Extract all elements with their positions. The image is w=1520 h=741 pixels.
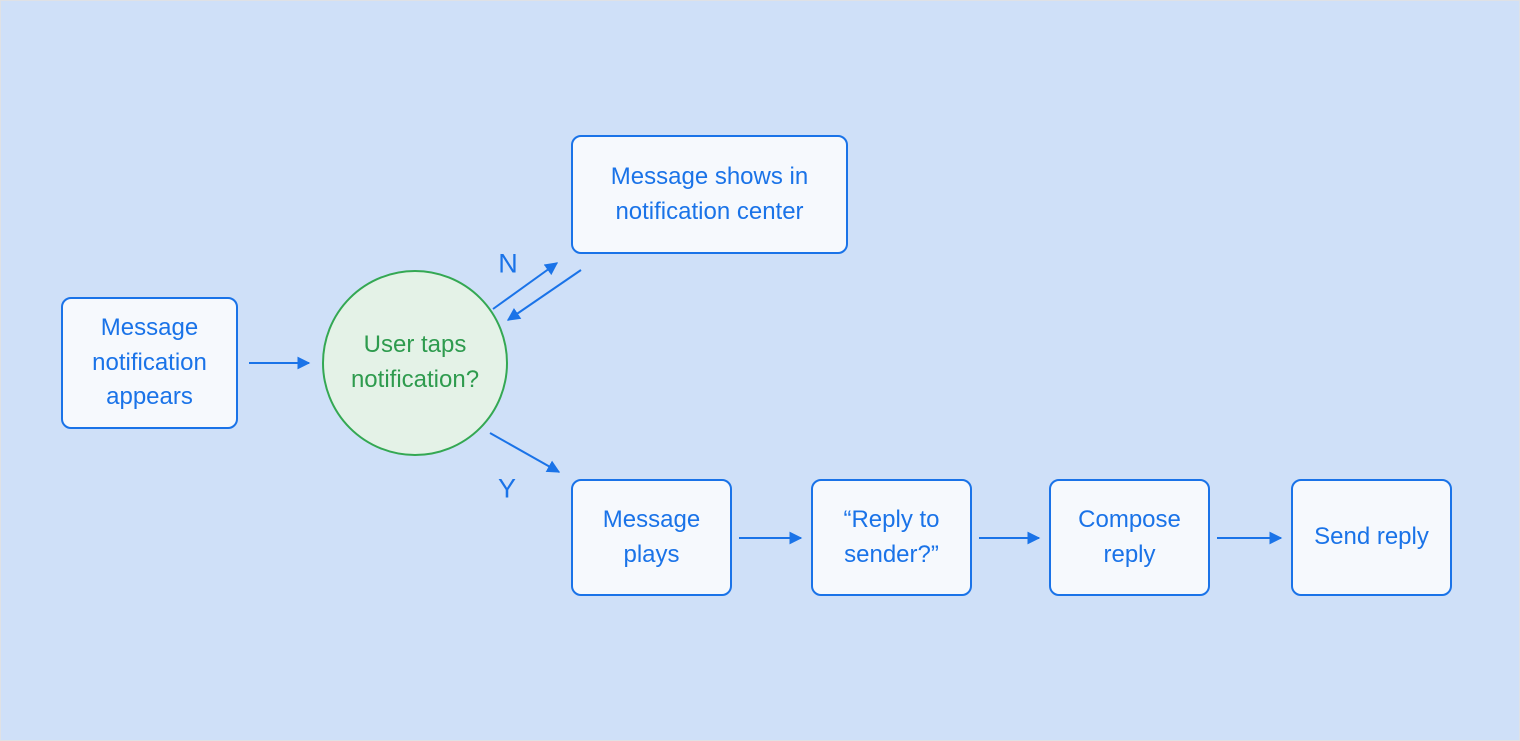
node-label: User taps notification? — [350, 331, 480, 393]
node-label: Compose reply — [1078, 505, 1181, 568]
edge-label-no: N — [498, 248, 518, 279]
edge-notif-center-to-decision — [506, 269, 582, 321]
edge-label-yes: Y — [497, 473, 517, 504]
node-label: Send reply — [1314, 523, 1429, 551]
edge-decision-to-plays — [489, 432, 561, 473]
node-compose-reply: Compose reply — [1049, 479, 1210, 596]
node-label: Message notification appears — [92, 313, 207, 411]
node-user-taps-notification-decision: User taps notification? — [322, 270, 508, 456]
node-send-reply: Send reply — [1291, 479, 1452, 596]
node-message-notification-appears: Message notification appears — [61, 297, 238, 429]
node-message-shows-in-notification-center: Message shows in notification center — [571, 135, 848, 254]
node-reply-to-sender-question: “Reply to sender?” — [811, 479, 972, 596]
node-label: Message plays — [602, 505, 701, 568]
node-message-plays: Message plays — [571, 479, 732, 596]
node-label: Message shows in notification center — [610, 162, 809, 225]
node-label: “Reply to sender?” — [843, 505, 940, 568]
